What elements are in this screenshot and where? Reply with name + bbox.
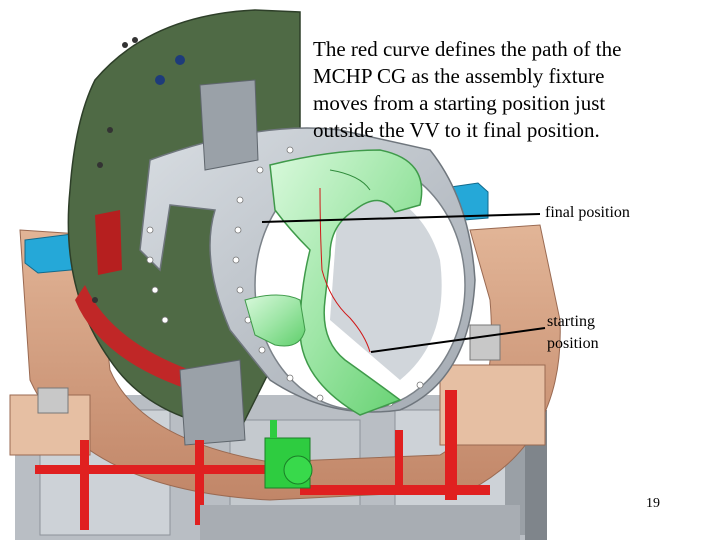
final-position-label: final position (545, 204, 630, 221)
copper-supports (9, 224, 561, 501)
green-motor (264, 420, 313, 489)
page-number: 19 (646, 496, 660, 511)
mchp-coil (244, 149, 423, 416)
cg-path-curve (319, 187, 371, 353)
caption-line: MCHP CG as the assembly fixture (313, 64, 605, 88)
caption-line: outside the VV to it final position. (313, 118, 600, 142)
leader-lines (261, 213, 546, 353)
red-piping (35, 390, 490, 530)
starting-label-line: starting (547, 313, 595, 330)
starting-position-label: starting position (547, 311, 627, 355)
caption-line: moves from a starting position just (313, 91, 606, 115)
caption-text: The red curve defines the path of the MC… (313, 36, 683, 144)
starting-label-line: position (547, 335, 599, 352)
caption-line: The red curve defines the path of the (313, 37, 622, 61)
base-plate (200, 505, 520, 540)
